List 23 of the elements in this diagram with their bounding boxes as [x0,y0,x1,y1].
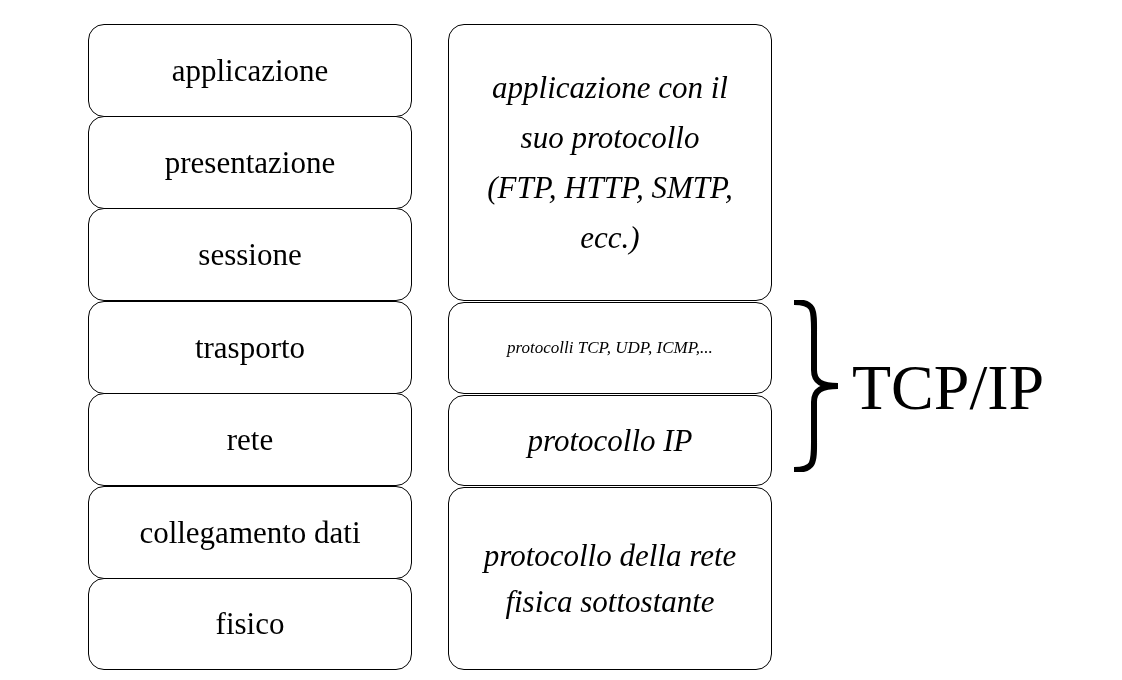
layer-label: applicazione con il suo protocollo (FTP, HTTP, SMTP, ecc.) [486,68,734,257]
layer-box [448,302,772,394]
layer-label: sessione [197,235,303,274]
layer-box [88,393,412,486]
layer-label: fisico [214,605,286,643]
layer-label: protocolli TCP, UDP, ICMP,... [505,337,714,359]
layer-box [448,24,772,301]
group-label: TCP/IP [852,351,1045,425]
layer-label: protocollo della rete fisica sottostante [481,536,738,621]
layer-label: protocollo IP [524,421,694,460]
layer-box [88,301,412,394]
layer-label: collegamento dati [138,513,362,552]
layer-box [88,116,412,209]
layer-label: presentazione [163,143,337,182]
layer-box [88,208,412,301]
layer-label: trasporto [193,328,307,367]
layer-box [88,578,412,670]
layer-box [448,487,772,670]
layer-label: applicazione [170,51,330,90]
layer-box [88,24,412,117]
layer-box [448,395,772,486]
layer-label: rete [225,420,275,459]
layer-box [88,486,412,579]
